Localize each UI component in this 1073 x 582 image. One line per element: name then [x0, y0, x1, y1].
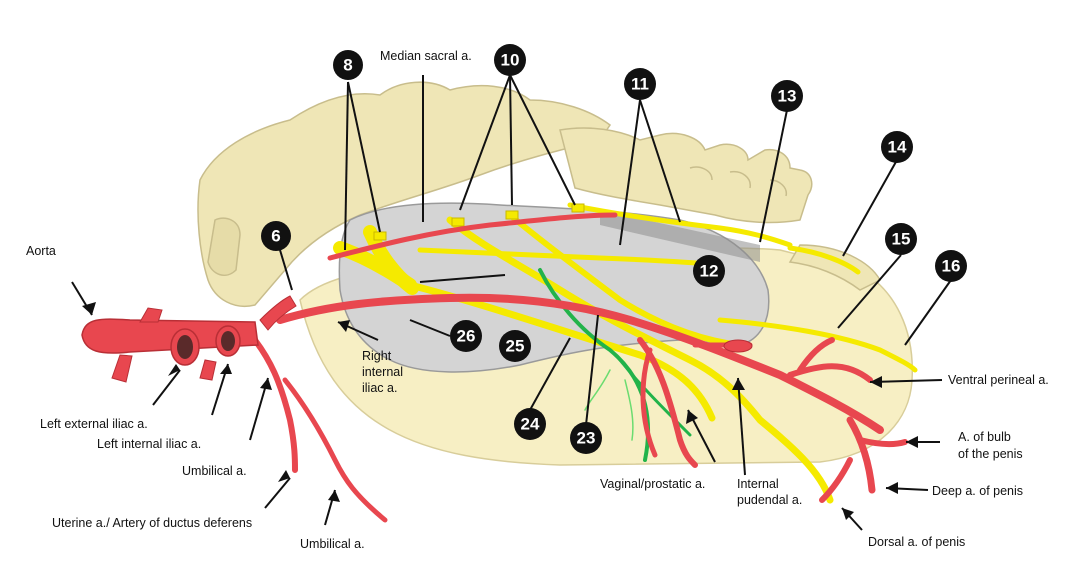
svg-text:6: 6 [271, 227, 280, 246]
marker-26: 26 [450, 320, 482, 352]
vertebral-column [197, 81, 882, 307]
median-sacral-artery [327, 212, 618, 261]
arrowheads [82, 302, 918, 520]
marker-23: 23 [570, 422, 602, 454]
label-internal-pudendal: Internal pudendal a. [737, 477, 802, 507]
label-aorta: Aorta [26, 244, 56, 258]
svg-text:8: 8 [343, 56, 352, 75]
svg-text:15: 15 [892, 230, 911, 249]
svg-text:25: 25 [506, 337, 525, 356]
label-right-internal-iliac: Right internal iliac a. [362, 349, 406, 395]
svg-text:13: 13 [778, 87, 797, 106]
svg-text:10: 10 [501, 51, 520, 70]
marker-25: 25 [499, 330, 531, 362]
vaginal-prostatic-vessel [637, 337, 698, 468]
marker-11: 11 [624, 68, 656, 100]
label-dorsal-penis: Dorsal a. of penis [868, 535, 965, 549]
label-umbilical-1: Umbilical a. [182, 464, 247, 478]
marker-24: 24 [514, 408, 546, 440]
marker-6: 6 [261, 221, 291, 251]
label-left-internal-iliac: Left internal iliac a. [97, 437, 201, 451]
label-uterine: Uterine a./ Artery of ductus deferens [52, 516, 252, 530]
green-nerve [538, 268, 692, 462]
umbilical-artery-2-vessel [282, 377, 388, 523]
label-ventral-perineal: Ventral perineal a. [948, 373, 1049, 387]
aorta [81, 295, 297, 383]
nerve-stubs [373, 203, 585, 241]
svg-text:26: 26 [457, 327, 476, 346]
penile-vessels [846, 416, 876, 494]
nerve-plexus [333, 202, 918, 504]
label-vaginal-prostatic: Vaginal/prostatic a. [600, 477, 705, 491]
umbilical-artery-vessel [252, 337, 298, 473]
svg-text:14: 14 [888, 138, 907, 157]
svg-text:16: 16 [942, 257, 961, 276]
label-left-external-iliac: Left external iliac a. [40, 417, 148, 431]
marker-10: 10 [494, 44, 526, 76]
internal-iliac-trunk [276, 293, 884, 434]
label-median-sacral: Median sacral a. [380, 49, 472, 63]
pointer-lines [71, 74, 952, 531]
marker-15: 15 [885, 223, 917, 255]
svg-text:23: 23 [577, 429, 596, 448]
svg-text:24: 24 [521, 415, 540, 434]
marker-14: 14 [881, 131, 913, 163]
label-bulb-of-penis: A. of bulb of the penis [958, 430, 1023, 461]
marker-16: 16 [935, 250, 967, 282]
marker-8: 8 [333, 50, 363, 80]
organ-dark-band [600, 210, 760, 262]
bulb-stump [723, 339, 753, 353]
label-deep-penis: Deep a. of penis [932, 484, 1023, 498]
label-umbilical-2: Umbilical a. [300, 537, 365, 551]
svg-text:12: 12 [700, 262, 719, 281]
iliac-stumps [170, 325, 241, 381]
marker-12: 12 [693, 255, 725, 287]
svg-text:11: 11 [631, 75, 649, 94]
marker-13: 13 [771, 80, 803, 112]
arterial-tree [252, 212, 908, 523]
